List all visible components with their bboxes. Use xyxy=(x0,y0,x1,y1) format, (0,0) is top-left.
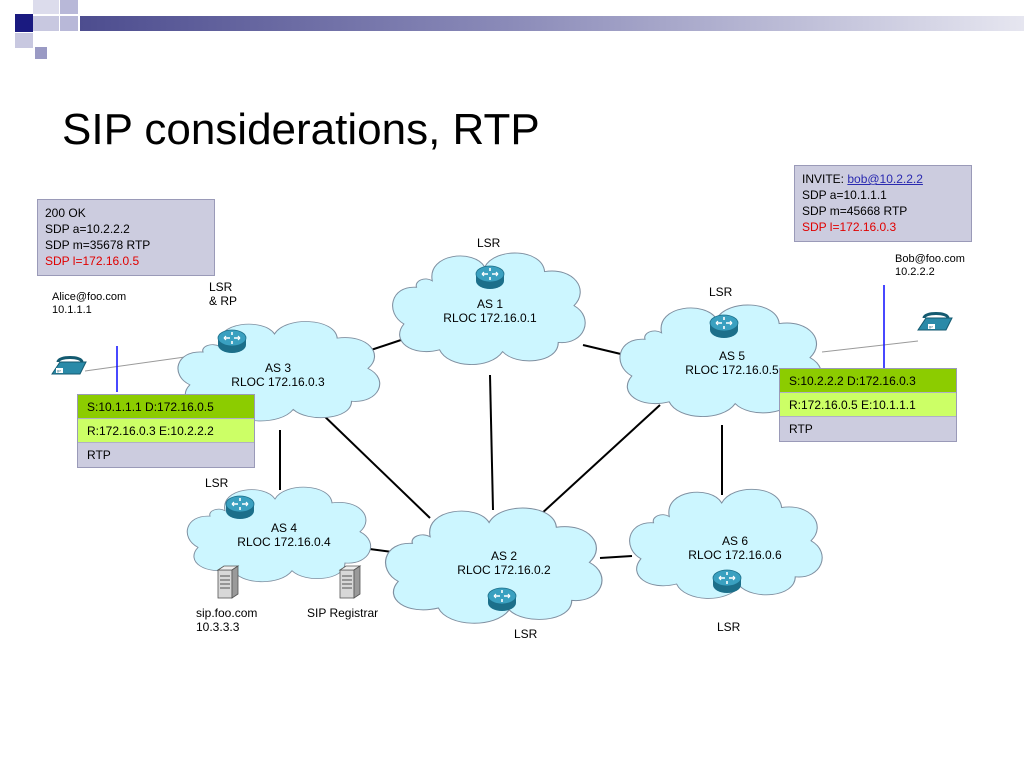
corner-square xyxy=(33,0,59,14)
as6-rloc: RLOC 172.16.0.6 xyxy=(688,548,782,562)
as2-label: AS 2 RLOC 172.16.0.2 xyxy=(444,549,564,577)
server-icon xyxy=(216,565,240,599)
link-as5-as2 xyxy=(539,404,661,516)
as6-label: AS 6 RLOC 172.16.0.6 xyxy=(675,534,795,562)
invite-uri-link[interactable]: bob@10.2.2.2 xyxy=(847,172,923,186)
as3-name: AS 3 xyxy=(264,361,291,375)
left-packet-stack: S:10.1.1.1 D:172.16.0.5 R:172.16.0.3 E:1… xyxy=(77,394,255,468)
invite-line-4: SDP l=172.16.0.3 xyxy=(802,220,897,234)
right-outer-header: S:10.2.2.2 D:172.16.0.3 xyxy=(780,369,956,393)
bob-ip: 10.2.2.2 xyxy=(895,266,935,278)
alice-uri: Alice@foo.com xyxy=(52,291,127,303)
corner-square xyxy=(15,33,33,48)
corner-square xyxy=(60,0,78,14)
right-inner-header: R:172.16.0.5 E:10.1.1.1 xyxy=(780,393,956,417)
as4-rloc: RLOC 172.16.0.4 xyxy=(237,535,331,549)
ip-phone-icon: IP xyxy=(917,312,953,331)
invite-line-1: INVITE: bob@10.2.2.2 xyxy=(802,171,964,187)
bob-label: Bob@foo.com 10.2.2.2 xyxy=(895,253,965,279)
router-icon xyxy=(712,569,742,594)
ok-line-3: SDP m=35678 RTP xyxy=(45,238,151,252)
ok-line-1: 200 OK xyxy=(45,206,86,220)
as5-label: AS 5 RLOC 172.16.0.5 xyxy=(672,349,792,377)
corner-square xyxy=(33,16,59,31)
as3-label: AS 3 RLOC 172.16.0.3 xyxy=(218,361,338,389)
as1-label: AS 1 RLOC 172.16.0.1 xyxy=(430,297,550,325)
sip-server-label: sip.foo.com 10.3.3.3 xyxy=(196,606,257,634)
sip-server-name: sip.foo.com xyxy=(196,606,258,620)
as2-name: AS 2 xyxy=(490,549,517,563)
left-payload: RTP xyxy=(78,443,254,467)
as6-name: AS 6 xyxy=(721,534,748,548)
ip-phone-icon: IP xyxy=(51,356,87,375)
as2-rloc: RLOC 172.16.0.2 xyxy=(457,563,551,577)
alice-label: Alice@foo.com 10.1.1.1 xyxy=(52,291,126,317)
bob-access-link xyxy=(821,340,919,353)
lsr-rp-label-as3: LSR & RP xyxy=(209,280,238,308)
bob-uri: Bob@foo.com xyxy=(895,253,965,265)
right-payload: RTP xyxy=(780,417,956,441)
lsr-label-as6: LSR xyxy=(717,620,741,634)
left-outer-header: S:10.1.1.1 D:172.16.0.5 xyxy=(78,395,254,419)
lsr-label-as1: LSR xyxy=(477,236,501,250)
corner-square xyxy=(15,14,33,32)
ok-line-2: SDP a=10.2.2.2 xyxy=(45,222,130,236)
alice-ip: 10.1.1.1 xyxy=(52,304,92,316)
router-icon xyxy=(487,587,517,612)
as5-name: AS 5 xyxy=(718,349,745,363)
slide-title: SIP considerations, RTP xyxy=(62,105,540,154)
server-icon xyxy=(338,565,362,599)
corner-square xyxy=(60,16,78,31)
lsr-label-as5: LSR xyxy=(709,285,733,299)
router-icon xyxy=(709,314,739,339)
left-inner-header: R:172.16.0.3 E:10.2.2.2 xyxy=(78,419,254,443)
as5-rloc: RLOC 172.16.0.5 xyxy=(685,363,779,377)
lsr-label-as4: LSR xyxy=(205,476,229,490)
alice-access-link xyxy=(84,356,186,372)
as3-rloc: RLOC 172.16.0.3 xyxy=(231,375,325,389)
right-packet-stack: S:10.2.2.2 D:172.16.0.3 R:172.16.0.5 E:1… xyxy=(779,368,957,442)
invite-line-3: SDP m=45668 RTP xyxy=(802,204,908,218)
lsr-label-as2: LSR xyxy=(514,627,538,641)
sip-invite-note: INVITE: bob@10.2.2.2 SDP a=10.1.1.1 SDP … xyxy=(794,165,972,242)
link-as1-as5 xyxy=(582,344,626,356)
invite-prefix: INVITE: xyxy=(802,172,848,186)
as4-label: AS 4 RLOC 172.16.0.4 xyxy=(224,521,344,549)
ok-line-4: SDP l=172.16.0.5 xyxy=(45,254,140,268)
title-bar-decoration xyxy=(80,16,1024,31)
link-as1-as2 xyxy=(489,374,494,511)
as4-name: AS 4 xyxy=(270,521,297,535)
sip-200-ok-note: 200 OK SDP a=10.2.2.2 SDP m=35678 RTP SD… xyxy=(37,199,215,276)
corner-square xyxy=(35,47,47,59)
link-as2-as6 xyxy=(599,555,633,559)
invite-line-2: SDP a=10.1.1.1 xyxy=(802,188,887,202)
as1-rloc: RLOC 172.16.0.1 xyxy=(443,311,537,325)
router-icon xyxy=(225,495,255,520)
router-icon xyxy=(475,265,505,290)
svg-text:IP: IP xyxy=(929,325,933,330)
sip-server-ip: 10.3.3.3 xyxy=(196,620,240,634)
sip-registrar-label: SIP Registrar xyxy=(307,606,379,620)
router-icon xyxy=(217,329,247,354)
as1-name: AS 1 xyxy=(476,297,503,311)
link-as3-as2 xyxy=(317,409,431,519)
svg-text:IP: IP xyxy=(57,369,61,374)
